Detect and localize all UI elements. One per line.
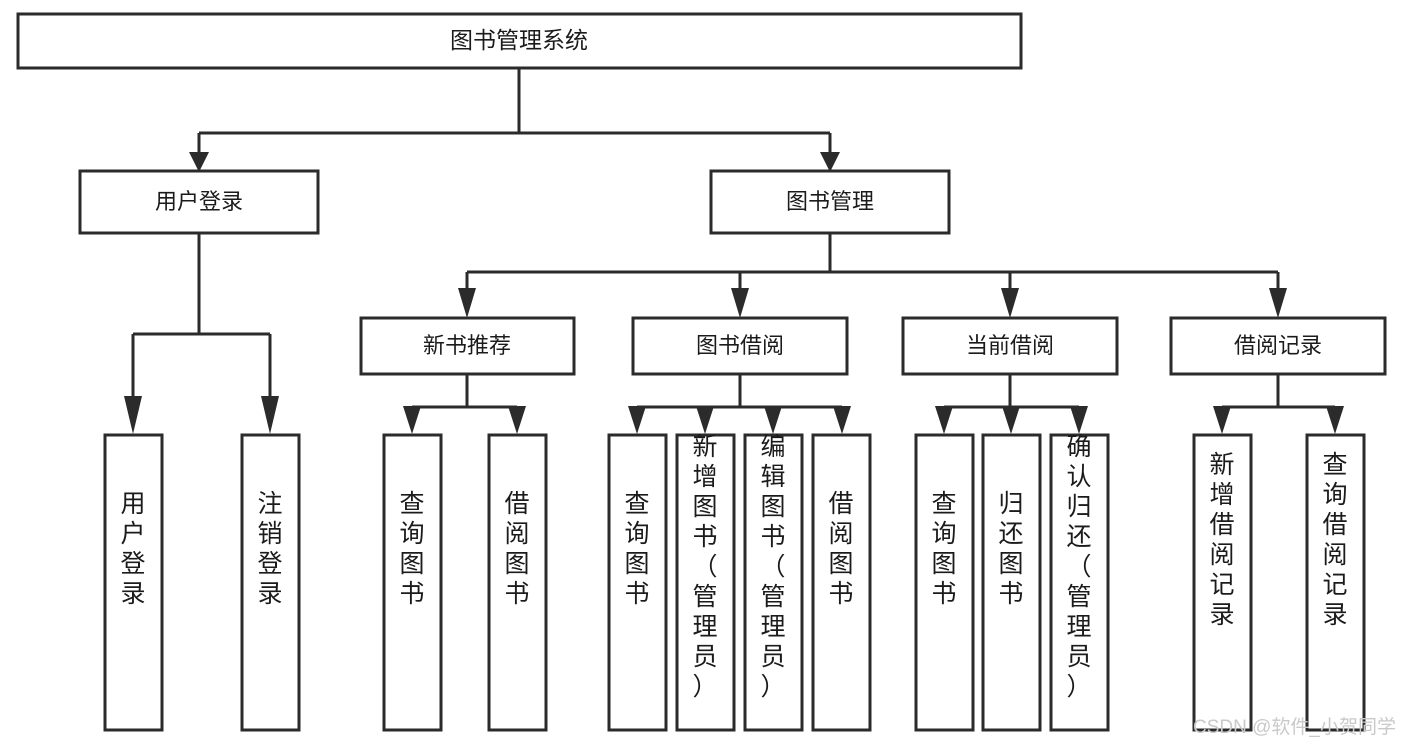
leaf-query-book-2-box[interactable] xyxy=(607,433,668,732)
leaf-query-book-3-label: 查询图书 xyxy=(931,490,956,608)
arrow-to-leaf-query-book-1 xyxy=(403,406,421,434)
leaf-borrow-book-1[interactable]: 借阅图书 xyxy=(487,433,548,732)
leaf-return-book[interactable]: 归还图书 xyxy=(981,433,1042,732)
node-root-label: 图书管理系统 xyxy=(450,27,588,53)
leaf-return-book-label: 归还图书 xyxy=(998,490,1023,608)
arrow-to-leaf-borrow-book-2 xyxy=(833,406,851,434)
leaf-query-book-1[interactable]: 查询图书 xyxy=(382,433,443,732)
node-borrow-record-box[interactable] xyxy=(1169,316,1387,376)
arrow-to-leaf-add-book xyxy=(696,406,714,434)
node-book-borrow-box[interactable] xyxy=(631,316,849,376)
leaf-add-record[interactable]: 新增借阅记录 xyxy=(1192,433,1253,732)
arrow-to-leaf-edit-book xyxy=(764,406,782,434)
csdn-watermark: CSDN @软件_小贺同学 xyxy=(1193,716,1396,738)
leaf-confirm-return-box[interactable] xyxy=(1049,433,1110,732)
arrow-to-leaf-query-record xyxy=(1326,406,1344,434)
leaf-logout-label: 注销登录 xyxy=(257,490,282,608)
leaf-borrow-book-2-label: 借阅图书 xyxy=(828,490,853,608)
leaf-logout-box[interactable] xyxy=(240,433,301,732)
leaf-query-record[interactable]: 查询借阅记录 xyxy=(1305,433,1366,732)
leaf-confirm-return[interactable]: 确认归还（管理员） xyxy=(1049,433,1110,732)
leaf-query-book-1-box[interactable] xyxy=(382,433,443,732)
leaf-add-record-label: 新增借阅记录 xyxy=(1209,451,1234,629)
arrow-to-leaf-borrow-book-1 xyxy=(508,406,526,434)
leaf-return-book-box[interactable] xyxy=(981,433,1042,732)
node-book-borrow[interactable]: 图书借阅 xyxy=(631,316,849,376)
arrow-to-current-borrow xyxy=(1001,288,1019,318)
node-root-box[interactable] xyxy=(16,12,1023,70)
leaf-edit-book[interactable]: 编辑图书（管理员） xyxy=(743,433,804,732)
leaf-add-book[interactable]: 新增图书（管理员） xyxy=(675,433,736,732)
leaf-edit-book-box[interactable] xyxy=(743,433,804,732)
leaf-confirm-return-label: 确认归还（管理员） xyxy=(1066,433,1091,701)
leaf-logout[interactable]: 注销登录 xyxy=(240,433,301,732)
arrow-to-leaf-add-record xyxy=(1213,406,1231,434)
connectors-group xyxy=(124,68,1344,434)
leaf-query-book-3[interactable]: 查询图书 xyxy=(914,433,975,732)
leaf-user-login-label: 用户登录 xyxy=(120,490,145,608)
arrow-to-borrow-record xyxy=(1269,288,1287,318)
leaf-query-record-box[interactable] xyxy=(1305,433,1366,732)
node-borrow-record[interactable]: 借阅记录 xyxy=(1169,316,1387,376)
node-new-book-recommend-box[interactable] xyxy=(359,316,576,376)
node-user-login-box[interactable] xyxy=(78,169,320,235)
node-book-manage[interactable]: 图书管理 xyxy=(709,169,951,235)
leaf-borrow-book-1-box[interactable] xyxy=(487,433,548,732)
arrow-to-new-book-recommend xyxy=(458,288,476,318)
node-new-book-recommend-label: 新书推荐 xyxy=(423,333,511,358)
leaf-add-book-label: 新增图书（管理员） xyxy=(692,433,717,701)
arrow-to-leaf-query-book-2 xyxy=(628,406,646,434)
leaf-query-book-1-label: 查询图书 xyxy=(399,490,424,608)
leaf-borrow-book-2-box[interactable] xyxy=(811,433,872,732)
arrow-to-leaf-logout xyxy=(261,396,279,434)
node-book-manage-box[interactable] xyxy=(709,169,951,235)
leaf-user-login[interactable]: 用户登录 xyxy=(103,433,164,732)
leaf-user-login-box[interactable] xyxy=(103,433,164,732)
arrow-to-leaf-query-book-3 xyxy=(935,406,953,434)
arrow-to-book-borrow xyxy=(731,288,749,318)
leaf-query-book-3-box[interactable] xyxy=(914,433,975,732)
node-book-borrow-label: 图书借阅 xyxy=(696,333,784,358)
leaf-query-book-2[interactable]: 查询图书 xyxy=(607,433,668,732)
leaf-add-record-box[interactable] xyxy=(1192,433,1253,732)
arrow-to-user-login xyxy=(189,152,209,172)
node-current-borrow-box[interactable] xyxy=(901,316,1119,376)
leaf-query-book-2-label: 查询图书 xyxy=(624,490,649,608)
node-borrow-record-label: 借阅记录 xyxy=(1234,333,1322,358)
leaf-query-record-label: 查询借阅记录 xyxy=(1322,451,1347,629)
node-user-login[interactable]: 用户登录 xyxy=(78,169,320,235)
arrow-to-book-manage xyxy=(820,152,840,172)
leaf-borrow-book-1-label: 借阅图书 xyxy=(504,490,529,608)
arrow-to-leaf-return-book xyxy=(1002,406,1020,434)
leaf-add-book-box[interactable] xyxy=(675,433,736,732)
arrow-to-leaf-user-login xyxy=(124,396,142,434)
node-new-book-recommend[interactable]: 新书推荐 xyxy=(359,316,576,376)
node-book-manage-label: 图书管理 xyxy=(786,189,874,214)
leaf-borrow-book-2[interactable]: 借阅图书 xyxy=(811,433,872,732)
node-current-borrow-label: 当前借阅 xyxy=(966,333,1054,358)
leaf-edit-book-label: 编辑图书（管理员） xyxy=(760,433,785,701)
node-root[interactable]: 图书管理系统 xyxy=(16,12,1023,70)
arrow-to-leaf-confirm-return xyxy=(1070,406,1088,434)
node-user-login-label: 用户登录 xyxy=(155,189,243,214)
node-current-borrow[interactable]: 当前借阅 xyxy=(901,316,1119,376)
